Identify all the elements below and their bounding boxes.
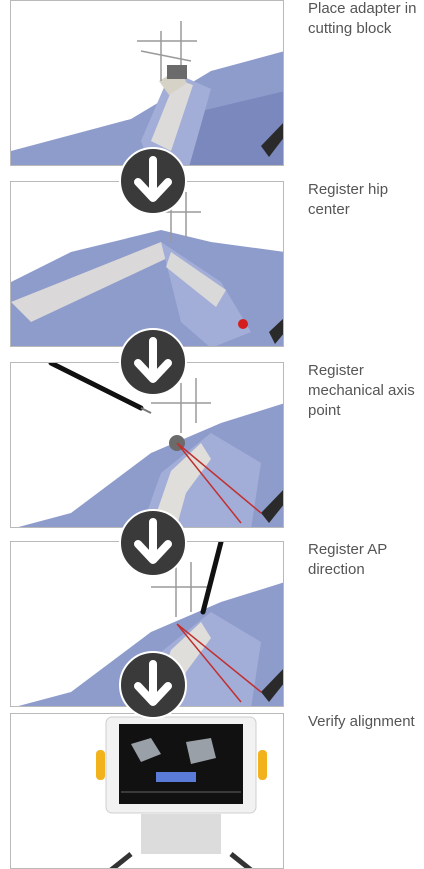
step-3-label: Register mechanical axis point [308, 361, 424, 421]
step-5-label: Verify alignment [308, 712, 424, 732]
down-arrow-icon [118, 327, 188, 397]
down-arrow-icon [118, 146, 188, 216]
step-1-label: Place adapter in cutting block [308, 0, 424, 39]
step-5-image [10, 713, 284, 869]
step-1-image [10, 0, 284, 166]
down-arrow-icon [118, 650, 188, 720]
down-arrow-icon [118, 508, 188, 578]
step-4-label: Register AP direction [308, 540, 424, 580]
step-2-label: Register hip center [308, 180, 424, 220]
